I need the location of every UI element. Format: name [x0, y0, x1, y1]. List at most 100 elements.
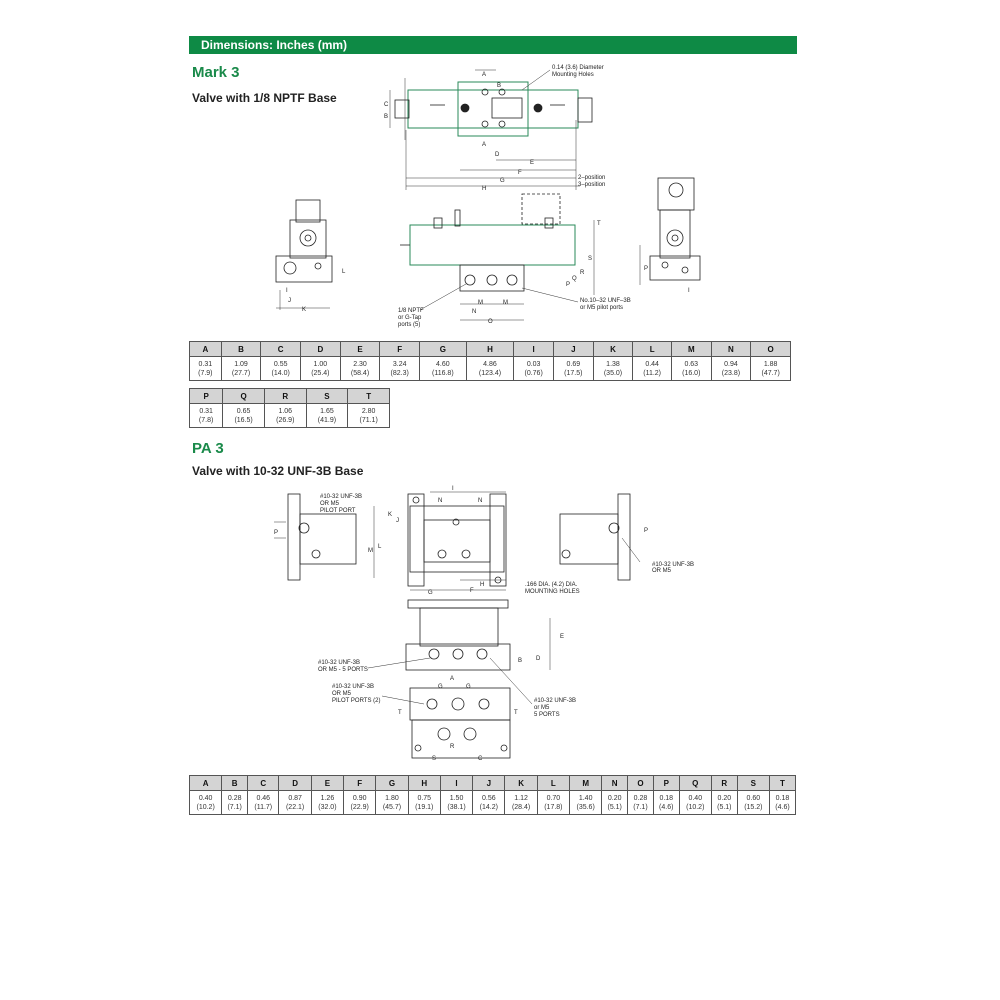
svg-text:C: C — [384, 102, 389, 108]
table-cell: 1.12(28.4) — [504, 790, 538, 815]
svg-text:C: C — [478, 756, 483, 762]
mark3-table2-value-row: 0.31(7.8) 0.65(16.5) 1.06(26.9) 1.65(41.… — [188, 403, 390, 428]
svg-text:P: P — [566, 282, 570, 288]
table-cell: 0.94(23.8) — [710, 356, 752, 381]
table-header-cell: G — [419, 341, 467, 357]
mark3-dimension-table-1: A B C D E F G H I J K L M N O 0.31(7.9) … — [189, 341, 791, 381]
mark3-callout-nptf-1: 1/8 NPTF — [398, 308, 424, 314]
pa3-table-value-row: 0.40(10.2) 0.28(7.1) 0.46(11.7) 0.87(22.… — [188, 790, 797, 815]
svg-text:J: J — [288, 298, 291, 304]
svg-text:F: F — [518, 170, 522, 176]
mark3-callout-holes-2: Mounting Holes — [552, 72, 594, 78]
table-cell: 0.40(10.2) — [188, 790, 223, 815]
table-header-cell: C — [247, 775, 280, 791]
svg-text:H: H — [482, 186, 486, 192]
table-cell: 0.03(0.76) — [513, 356, 554, 381]
mark3-right-side-view: P I — [639, 177, 701, 294]
svg-text:D: D — [536, 656, 541, 662]
table-header-cell: A — [188, 775, 223, 791]
svg-text:G: G — [428, 590, 433, 596]
pa3-subtitle: Valve with 10-32 UNF-3B Base — [192, 464, 364, 478]
svg-text:R: R — [580, 270, 585, 276]
table-cell: 1.88(47.7) — [750, 356, 791, 381]
mark3-front-view: T S R Q P M M N O 1/8 NPTF or G-Tap port… — [398, 193, 631, 328]
table-header-cell: F — [379, 341, 421, 357]
svg-text:A: A — [482, 72, 486, 78]
table-cell: 4.60(116.8) — [419, 356, 467, 381]
mark3-dimension-table-2: P Q R S T 0.31(7.8) 0.65(16.5) 1.06(26.9… — [188, 388, 390, 428]
pa3-callout-pilot-b2: OR M5 — [652, 568, 672, 574]
table-header-cell: O — [627, 775, 654, 791]
pa3-callout-mount-1: .166 DIA. (4.2) DIA. — [525, 582, 578, 588]
mark3-table1-header-row: A B C D E F G H I J K L M N O — [189, 341, 791, 357]
svg-text:R: R — [450, 744, 455, 750]
table-header-cell: R — [710, 775, 738, 791]
table-cell: 0.28(7.1) — [627, 790, 654, 815]
pa3-callout-pilot2-2: OR M5 — [332, 691, 352, 697]
table-header-cell: B — [221, 775, 249, 791]
svg-text:S: S — [432, 756, 436, 762]
mark3-callout-nptf-3: ports (5) — [398, 322, 420, 328]
table-header-cell: K — [592, 341, 634, 357]
svg-text:A: A — [450, 676, 454, 682]
table-header-cell: N — [710, 341, 752, 357]
table-header-cell: J — [472, 775, 506, 791]
mark3-dimension-drawing: C B A B A D E F G H 0.14 (3.6) Diameter … — [275, 65, 701, 328]
table-header-cell: Q — [678, 775, 712, 791]
svg-text:F: F — [470, 588, 474, 594]
pa3-callout-five-2: OR M5 - 5 PORTS — [318, 667, 368, 673]
pa3-callout-pilot-a2: OR M5 — [320, 501, 340, 507]
table-cell: 0.65(16.5) — [222, 403, 265, 428]
svg-text:N: N — [478, 498, 482, 504]
table-header-cell: D — [278, 775, 312, 791]
table-cell: 2.30(58.4) — [339, 356, 381, 381]
table-header-cell: B — [220, 341, 262, 357]
svg-text:S: S — [588, 256, 592, 262]
pa3-right-side-view: P #10-32 UNF-3B OR M5 — [559, 493, 694, 581]
svg-text:G: G — [500, 178, 505, 184]
svg-text:P: P — [644, 528, 648, 534]
pa3-callout-mount-2: MOUNTING HOLES — [525, 589, 580, 595]
mark3-callout-pilot-2: or M5 pilot ports — [580, 305, 623, 311]
section-header-title: Dimensions: Inches (mm) — [201, 38, 348, 52]
pa3-dimension-table: A B C D E F G H I J K L M N O P Q R S T … — [188, 775, 797, 815]
table-cell: 0.90(22.9) — [343, 790, 377, 815]
pa3-callout-fiveb-1: #10-32 UNF-3B — [534, 698, 576, 704]
pa3-callout-pilot-a1: #10-32 UNF-3B — [320, 494, 362, 500]
table-cell: 3.24(82.3) — [379, 356, 421, 381]
table-cell: 0.40(10.2) — [678, 790, 712, 815]
table-header-cell: P — [652, 775, 680, 791]
table-header-cell: K — [504, 775, 538, 791]
mark3-table2-header-row: P Q R S T — [188, 388, 390, 404]
svg-text:T: T — [597, 221, 601, 227]
table-cell: 0.70(17.8) — [536, 790, 571, 815]
mark3-top-view: C B A B A D E F G H 0.14 (3.6) Diameter … — [384, 65, 605, 192]
svg-text:B: B — [384, 114, 388, 120]
pa3-callout-pilot-a3: PILOT PORT — [320, 508, 356, 514]
svg-text:G: G — [438, 684, 443, 690]
table-header-cell: L — [632, 341, 672, 357]
table-cell: 0.31(7.9) — [189, 356, 222, 381]
svg-text:N: N — [438, 498, 442, 504]
svg-text:N: N — [472, 309, 476, 315]
table-header-cell: F — [343, 775, 377, 791]
table-header-cell: T — [347, 388, 390, 404]
pa3-bottom-view: G G A R S C T T #10-32 UNF-3B OR M5 PILO… — [332, 657, 576, 762]
table-header-cell: Q — [222, 388, 265, 404]
table-cell: 0.18(4.6) — [768, 790, 797, 815]
svg-text:M: M — [503, 300, 508, 306]
table-cell: 0.46(11.7) — [247, 790, 280, 815]
table-cell: 0.55(14.0) — [260, 356, 302, 381]
table-header-cell: C — [260, 341, 302, 357]
svg-text:G: G — [466, 684, 471, 690]
table-cell: 1.65(41.9) — [305, 403, 349, 428]
svg-text:M: M — [478, 300, 483, 306]
pa3-callout-five-1: #10-32 UNF-3B — [318, 660, 360, 666]
table-cell: 0.31(7.8) — [188, 403, 224, 428]
table-cell: 0.28(7.1) — [221, 790, 249, 815]
pa3-top-view: I N N K J M L H G F .166 DIA. (4.2) DIA.… — [368, 486, 580, 596]
table-cell: 1.50(38.1) — [439, 790, 474, 815]
table-cell: 0.60(15.2) — [736, 790, 770, 815]
svg-text:K: K — [388, 512, 392, 518]
svg-text:H: H — [480, 582, 484, 588]
